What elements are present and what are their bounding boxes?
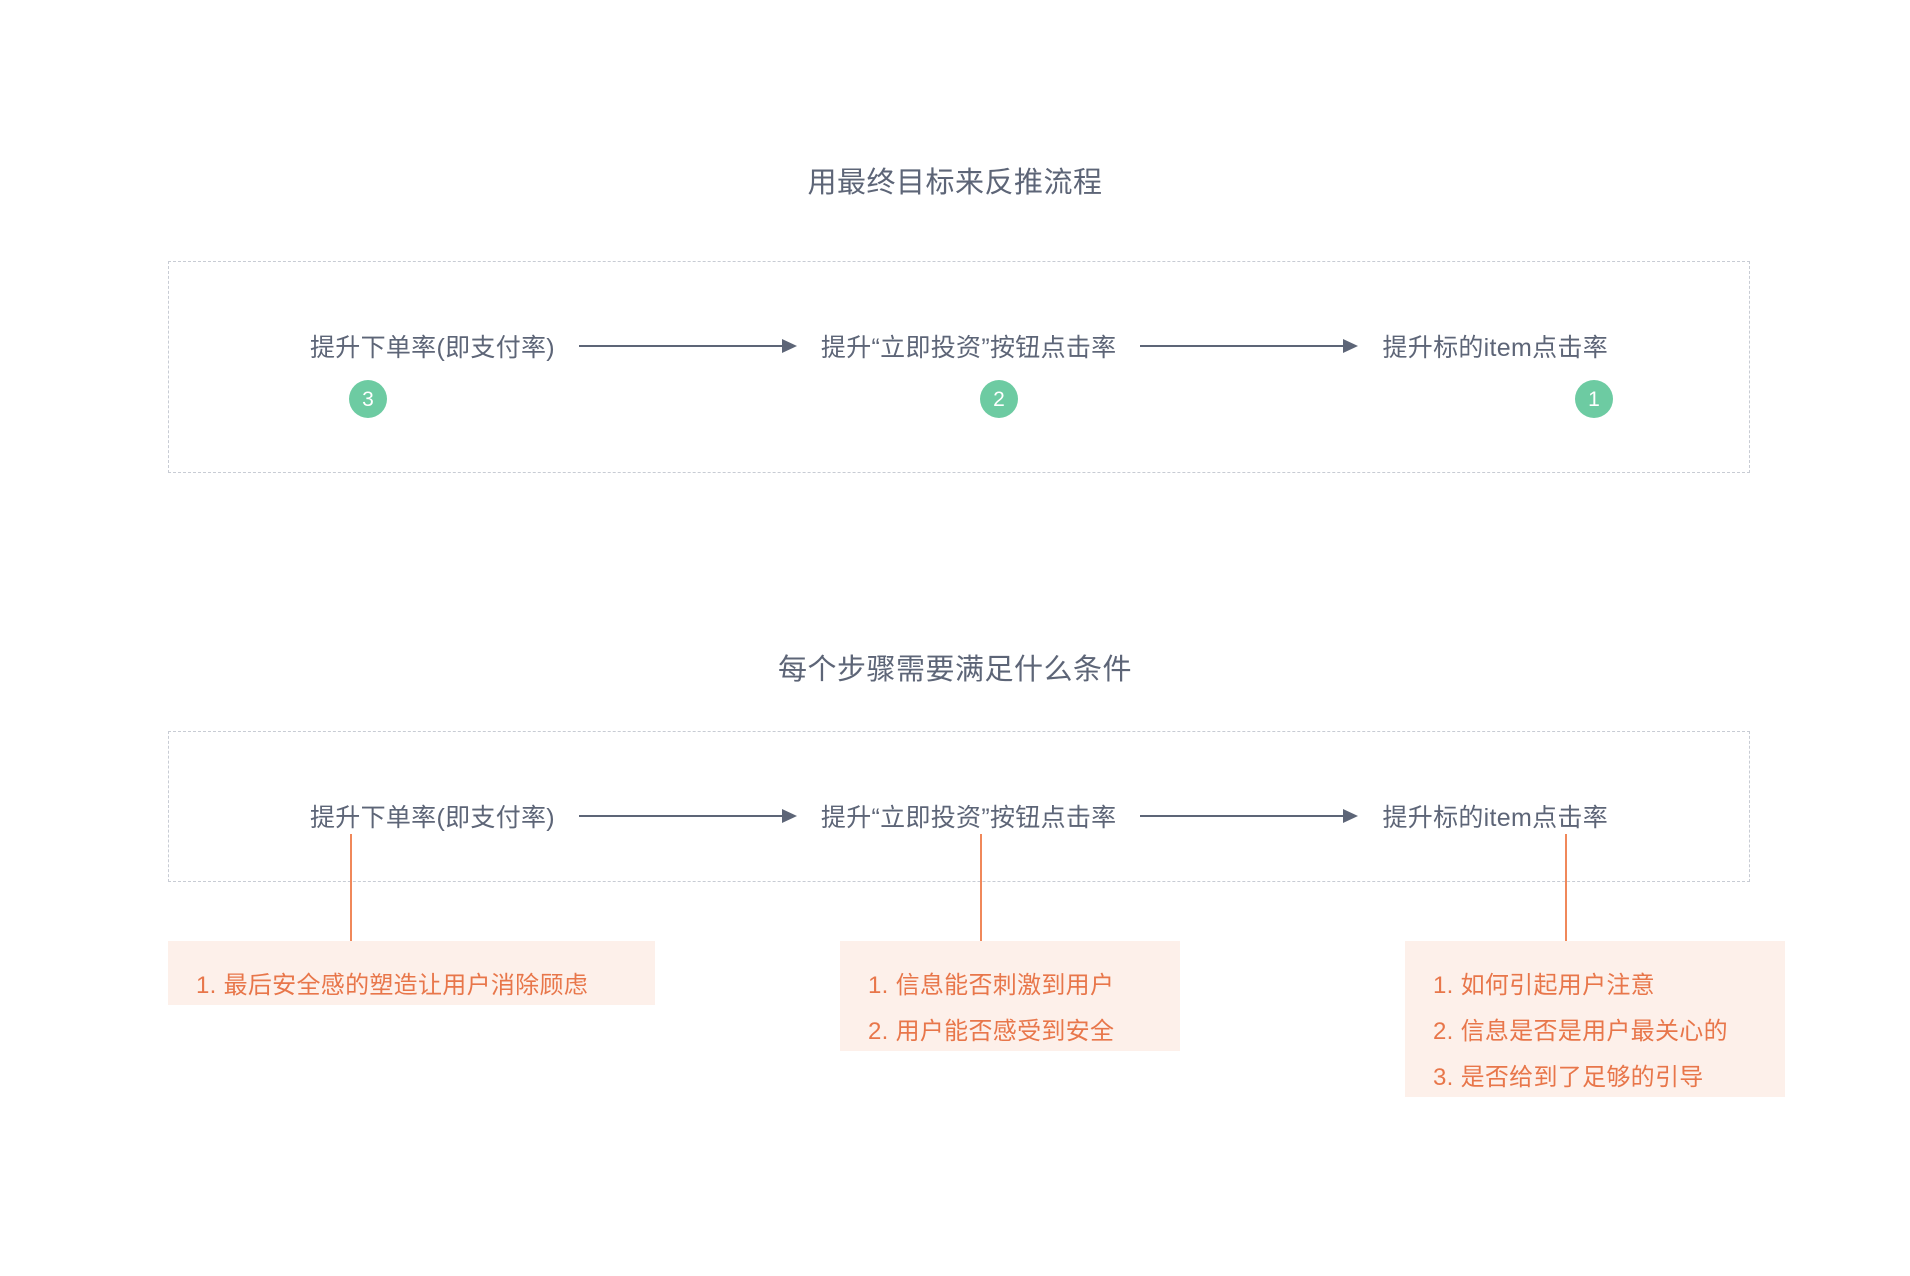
flow-node-1-2[interactable]: 提升“立即投资”按钮点击率 — [820, 334, 1117, 362]
arrow-right-icon-1-1 — [578, 336, 797, 356]
step-badge-row: 3 2 1 — [168, 380, 1750, 422]
flow-node-1-1[interactable]: 提升下单率(即支付率) — [309, 334, 555, 362]
section-title-goal-backtrack: 用最终目标来反推流程 — [807, 167, 1103, 199]
arrow-right-icon-2-2 — [1140, 806, 1359, 826]
section-title-step-conditions: 每个步骤需要满足什么条件 — [777, 654, 1132, 686]
connector-line-2 — [980, 834, 982, 941]
flow-container-1 — [168, 261, 1750, 473]
note-line: 1. 信息能否刺激到用户 — [868, 972, 1115, 999]
flow-node-1-3[interactable]: 提升标的item点击率 — [1382, 334, 1609, 362]
flow-node-2-1[interactable]: 提升下单率(即支付率) — [309, 804, 555, 832]
step-badge-2: 2 — [980, 380, 1018, 418]
arrow-right-icon-2-1 — [578, 806, 797, 826]
note-line: 2. 信息是否是用户最关心的 — [1433, 1018, 1728, 1045]
step-badge-3: 3 — [349, 380, 387, 418]
connector-line-1 — [350, 834, 352, 941]
step-badge-1: 1 — [1575, 380, 1613, 418]
flow-node-2-3[interactable]: 提升标的item点击率 — [1382, 804, 1609, 832]
flow-row-2: 提升下单率(即支付率) 提升“立即投资”按钮点击率 提升标的item点击率 — [168, 796, 1750, 836]
flow-node-2-2[interactable]: 提升“立即投资”按钮点击率 — [820, 804, 1117, 832]
note-line: 1. 最后安全感的塑造让用户消除顾虑 — [196, 972, 589, 999]
flow-row-1: 提升下单率(即支付率) 提升“立即投资”按钮点击率 提升标的item点击率 — [168, 326, 1750, 366]
note-line: 3. 是否给到了足够的引导 — [1433, 1064, 1704, 1091]
arrow-right-icon-1-2 — [1140, 336, 1359, 356]
note-line: 2. 用户能否感受到安全 — [868, 1018, 1115, 1045]
note-box-1: 1. 最后安全感的塑造让用户消除顾虑 — [168, 941, 655, 1005]
note-line: 1. 如何引起用户注意 — [1433, 972, 1655, 999]
note-box-2: 1. 信息能否刺激到用户 2. 用户能否感受到安全 — [840, 941, 1180, 1051]
note-box-3: 1. 如何引起用户注意 2. 信息是否是用户最关心的 3. 是否给到了足够的引导 — [1405, 941, 1785, 1097]
flow-container-2 — [168, 731, 1750, 882]
connector-line-3 — [1565, 834, 1567, 941]
